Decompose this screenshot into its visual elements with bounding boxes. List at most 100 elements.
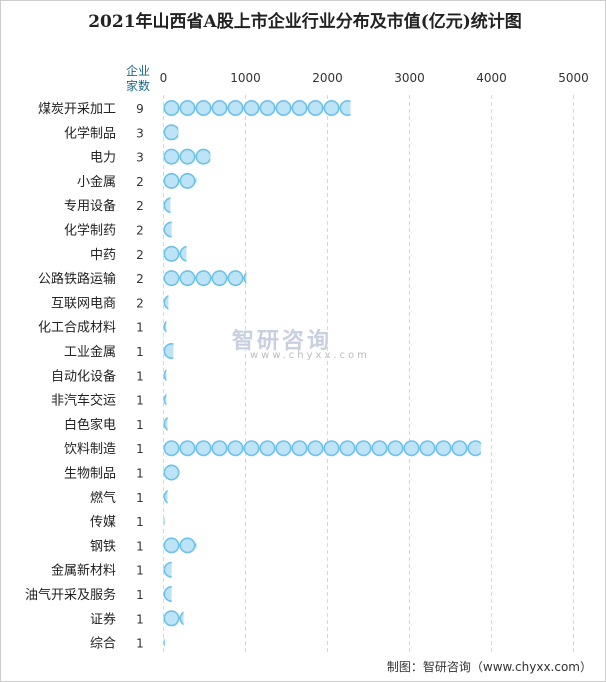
- category-label: 油气开采及服务: [25, 587, 116, 603]
- bar-segment: [163, 537, 180, 554]
- bar-segment: [163, 343, 174, 359]
- company-count: 1: [136, 394, 144, 408]
- bar: [163, 343, 174, 359]
- bar-segment: [195, 541, 197, 549]
- category-label: 小金属: [77, 174, 116, 190]
- bar-segment: [211, 270, 228, 287]
- bar-segment: [227, 270, 244, 287]
- company-count: 1: [136, 515, 144, 529]
- bar-segment: [371, 440, 388, 457]
- bar-segment: [323, 100, 340, 117]
- bar: [163, 610, 184, 627]
- category-label: 化工合成材料: [38, 321, 116, 336]
- x-tick-label: 3000: [394, 71, 425, 85]
- bar: [163, 416, 168, 431]
- bar-segment: [163, 320, 167, 333]
- bar-segment: [403, 440, 420, 457]
- company-count: 9: [136, 102, 144, 116]
- bar: [163, 517, 165, 525]
- bar-segment: [291, 100, 308, 117]
- bar-segment: [179, 270, 196, 287]
- bar: [163, 245, 187, 262]
- bar: [163, 393, 167, 406]
- bar: [163, 172, 197, 189]
- category-label: 自动化设备: [51, 368, 116, 384]
- bar-segment: [259, 440, 276, 457]
- bar-segment: [451, 440, 468, 457]
- bar-segment: [163, 369, 167, 382]
- company-count: 1: [136, 564, 144, 578]
- category-label: 化学制品: [64, 125, 116, 141]
- bar-segment: [211, 100, 228, 117]
- company-count: 1: [136, 588, 144, 602]
- company-count: 3: [136, 151, 144, 165]
- bar-segment: [163, 440, 180, 457]
- bar-segment: [163, 172, 180, 189]
- bar: [163, 586, 172, 602]
- bar-segment: [243, 440, 260, 457]
- category-label: 公路铁路运输: [38, 271, 116, 287]
- category-label: 证券: [90, 611, 116, 627]
- bar-segment: [163, 197, 171, 214]
- x-tick-label: 4000: [476, 71, 507, 85]
- bar-segment: [259, 100, 276, 117]
- bar-segment: [211, 440, 228, 457]
- bar-segment: [163, 270, 180, 287]
- bar-segment: [227, 100, 244, 117]
- bar-segment: [163, 464, 180, 481]
- bar-segment: [339, 100, 351, 116]
- company-count: 1: [136, 418, 144, 432]
- bar-segment: [163, 221, 172, 238]
- bar-segment: [179, 245, 187, 262]
- bar: [163, 369, 167, 382]
- bar: [163, 320, 167, 333]
- category-label: 化学制药: [64, 223, 116, 239]
- bar: [163, 537, 197, 554]
- bar-segment: [195, 440, 212, 457]
- company-count: 2: [136, 199, 144, 213]
- chart-title: 2021年山西省A股上市企业行业分布及市值(亿元)统计图: [88, 12, 522, 32]
- bar-segment: [179, 172, 196, 189]
- bar-segment: [163, 638, 165, 647]
- bar-segment: [275, 100, 292, 117]
- category-label: 专用设备: [64, 198, 116, 214]
- company-count: 1: [136, 637, 144, 651]
- company-count: 2: [136, 248, 144, 262]
- company-count: 1: [136, 467, 144, 481]
- bar-segment: [307, 100, 324, 117]
- company-count: 1: [136, 612, 144, 626]
- company-count: 1: [136, 491, 144, 505]
- company-count: 1: [136, 539, 144, 553]
- bar-segment: [179, 537, 196, 554]
- category-label: 金属新材料: [51, 563, 116, 579]
- bar-segment: [387, 440, 404, 457]
- bar: [163, 197, 171, 214]
- bar-segment: [163, 148, 180, 165]
- category-label: 中药: [90, 248, 116, 263]
- bar-segment: [179, 611, 184, 626]
- bar-segment: [467, 440, 481, 457]
- company-count: 2: [136, 175, 144, 189]
- bar-segment: [227, 440, 244, 457]
- bar-segment: [323, 440, 340, 457]
- bar-segment: [179, 440, 196, 457]
- company-count: 2: [136, 272, 144, 286]
- company-count: 1: [136, 345, 144, 359]
- bar-segment: [163, 393, 167, 406]
- category-label: 互联网电商: [51, 296, 116, 311]
- company-count: 2: [136, 224, 144, 238]
- bar: [163, 221, 172, 238]
- category-label: 煤炭开采加工: [38, 102, 116, 117]
- watermark-url: www.chyxx.com: [250, 350, 370, 361]
- bar-segment: [243, 272, 247, 285]
- x-tick-label: 2000: [312, 71, 343, 85]
- bar-segment: [163, 416, 168, 431]
- bar-segment: [163, 610, 180, 627]
- bar-segment: [339, 440, 356, 457]
- bar-segment: [291, 440, 308, 457]
- category-label: 电力: [90, 151, 116, 166]
- bar-segment: [195, 100, 212, 117]
- x-tick-label: 5000: [558, 71, 589, 85]
- company-count: 1: [136, 369, 144, 383]
